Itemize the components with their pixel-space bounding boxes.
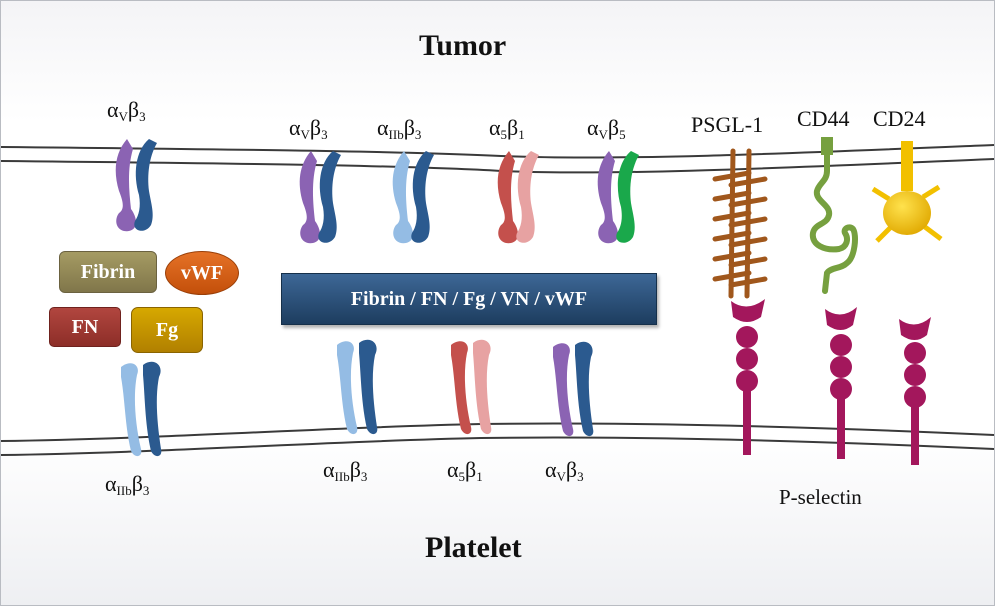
- ligand-bar: Fibrin / FN / Fg / VN / vWF: [281, 273, 657, 325]
- cd24-molecule: [871, 141, 943, 243]
- integrin-label-top-4: αVβ5: [587, 115, 626, 142]
- fibrin-box: Fibrin: [59, 251, 157, 293]
- pselectin-1: [731, 299, 765, 455]
- integrin-label-bottom-1: αIIbβ3: [323, 457, 368, 484]
- integrin-label-top-1: αVβ3: [289, 115, 328, 142]
- integrin-label-bottom-2: α5β1: [447, 457, 483, 484]
- pselectin-2: [825, 307, 857, 459]
- vwf-box: vWF: [165, 251, 239, 295]
- integrin-bottom-3: [553, 341, 594, 437]
- integrin-top-3: [497, 151, 539, 244]
- integrin-left-bottom: [121, 361, 162, 457]
- cd24-label: CD24: [873, 106, 926, 131]
- integrin-label-top-3: α5β1: [489, 115, 525, 142]
- integrin-bottom-2: [451, 339, 492, 435]
- integrin-label-top-2: αIIbβ3: [377, 115, 422, 142]
- fg-box: Fg: [131, 307, 203, 353]
- integrin-top-1: [299, 151, 341, 244]
- integrin-bottom-1: [337, 339, 378, 435]
- pselectin-label: P-selectin: [779, 485, 862, 509]
- psgl1-molecule: [712, 148, 768, 299]
- cd44-label: CD44: [797, 106, 850, 131]
- integrin-left-top: [115, 139, 157, 232]
- psgl1-label: PSGL-1: [691, 112, 764, 137]
- pselectin-3: [899, 317, 931, 465]
- integrin-label-left-top: αVβ3: [107, 97, 146, 124]
- integrin-top-2: [392, 151, 434, 244]
- tumor-title: Tumor: [419, 29, 507, 62]
- cd44-molecule: [809, 137, 858, 294]
- fn-box: FN: [49, 307, 121, 347]
- integrin-label-bottom-3: αVβ3: [545, 457, 584, 484]
- integrin-label-left-bottom: αIIbβ3: [105, 471, 150, 498]
- integrin-top-4: [597, 151, 639, 244]
- platelet-title: Platelet: [425, 531, 522, 564]
